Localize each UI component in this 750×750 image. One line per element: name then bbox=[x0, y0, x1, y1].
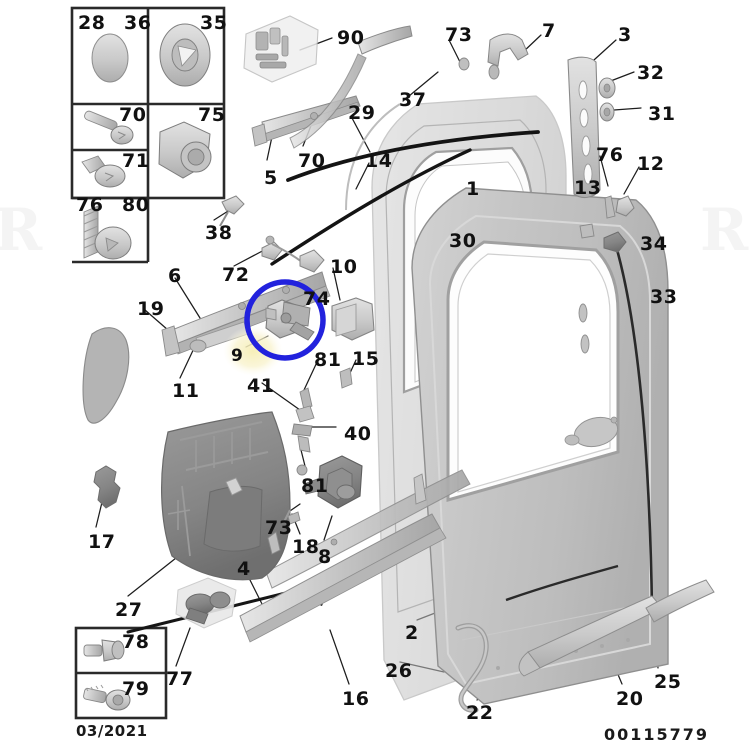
callout-16[interactable]: 16 bbox=[342, 688, 370, 710]
callout-35[interactable]: 35 bbox=[200, 12, 228, 34]
callout-20[interactable]: 20 bbox=[616, 688, 644, 710]
sill-trim-bars bbox=[239, 469, 663, 677]
callout-9[interactable]: 9 bbox=[231, 346, 244, 366]
part-74-roller-bracket bbox=[265, 299, 315, 341]
inset-box-top-left bbox=[70, 6, 226, 264]
callout-70-inset[interactable]: 70 bbox=[119, 104, 147, 126]
callout-40[interactable]: 40 bbox=[344, 423, 372, 445]
callout-14[interactable]: 14 bbox=[365, 150, 393, 172]
callout-27[interactable]: 27 bbox=[115, 599, 143, 621]
callout-5[interactable]: 5 bbox=[264, 167, 278, 189]
callout-31[interactable]: 31 bbox=[648, 103, 676, 125]
callout-32[interactable]: 32 bbox=[637, 62, 665, 84]
callout-30[interactable]: 30 bbox=[449, 230, 477, 252]
callout-76-inset[interactable]: 76 bbox=[76, 194, 104, 216]
callout-28[interactable]: 28 bbox=[78, 12, 106, 34]
callout-77[interactable]: 77 bbox=[166, 668, 194, 690]
callout-33[interactable]: 33 bbox=[650, 286, 678, 308]
callout-73-lower[interactable]: 73 bbox=[265, 517, 293, 539]
callout-6[interactable]: 6 bbox=[168, 265, 182, 287]
callout-81-upper[interactable]: 81 bbox=[314, 349, 342, 371]
callout-71[interactable]: 71 bbox=[122, 150, 150, 172]
inset-box-bottom-left bbox=[74, 626, 168, 720]
callout-3[interactable]: 3 bbox=[618, 24, 632, 46]
small-components bbox=[82, 15, 715, 713]
callout-81-lower[interactable]: 81 bbox=[301, 475, 329, 497]
watermark-right: R bbox=[700, 196, 749, 264]
callout-15[interactable]: 15 bbox=[352, 348, 380, 370]
callout-7[interactable]: 7 bbox=[542, 20, 556, 42]
part-8-latch bbox=[303, 455, 363, 509]
callout-12[interactable]: 12 bbox=[637, 153, 665, 175]
callout-73[interactable]: 73 bbox=[445, 24, 473, 46]
callout-8[interactable]: 8 bbox=[318, 546, 332, 568]
callout-90[interactable]: 90 bbox=[337, 27, 365, 49]
callout-26[interactable]: 26 bbox=[385, 660, 413, 682]
callout-29[interactable]: 29 bbox=[348, 102, 376, 124]
callout-25[interactable]: 25 bbox=[654, 671, 682, 693]
callout-74[interactable]: 74 bbox=[303, 288, 331, 310]
drawing-number: 00115779 bbox=[604, 725, 710, 744]
callout-22[interactable]: 22 bbox=[466, 702, 494, 724]
callout-10[interactable]: 10 bbox=[330, 256, 358, 278]
callout-11[interactable]: 11 bbox=[172, 380, 200, 402]
door-inner-panel bbox=[411, 187, 669, 705]
watermark-left: R bbox=[0, 196, 43, 264]
callout-34[interactable]: 34 bbox=[640, 233, 668, 255]
callout-19[interactable]: 19 bbox=[137, 298, 165, 320]
interior-trim-panel bbox=[161, 411, 291, 581]
callout-75[interactable]: 75 bbox=[198, 104, 226, 126]
callout-79[interactable]: 79 bbox=[122, 678, 150, 700]
highlight-circle-part-74 bbox=[244, 279, 326, 361]
callout-17[interactable]: 17 bbox=[88, 531, 116, 553]
callout-1[interactable]: 1 bbox=[466, 178, 480, 200]
callout-4[interactable]: 4 bbox=[237, 558, 251, 580]
callout-80[interactable]: 80 bbox=[122, 194, 150, 216]
callout-36[interactable]: 36 bbox=[124, 12, 152, 34]
part-77-clip bbox=[175, 577, 237, 629]
callout-13[interactable]: 13 bbox=[574, 177, 602, 199]
callout-38[interactable]: 38 bbox=[205, 222, 233, 244]
highlight-glow-part-9 bbox=[223, 326, 283, 376]
annotation-highlights bbox=[223, 279, 326, 376]
callout-76-door[interactable]: 76 bbox=[596, 144, 624, 166]
callout-2[interactable]: 2 bbox=[405, 622, 419, 644]
callout-70-rail[interactable]: 70 bbox=[298, 150, 326, 172]
callout-37[interactable]: 37 bbox=[399, 89, 427, 111]
callout-72[interactable]: 72 bbox=[222, 264, 250, 286]
callout-18[interactable]: 18 bbox=[292, 536, 320, 558]
callout-78[interactable]: 78 bbox=[122, 631, 150, 653]
callout-41[interactable]: 41 bbox=[247, 375, 275, 397]
revision-date: 03/2021 bbox=[76, 722, 148, 740]
